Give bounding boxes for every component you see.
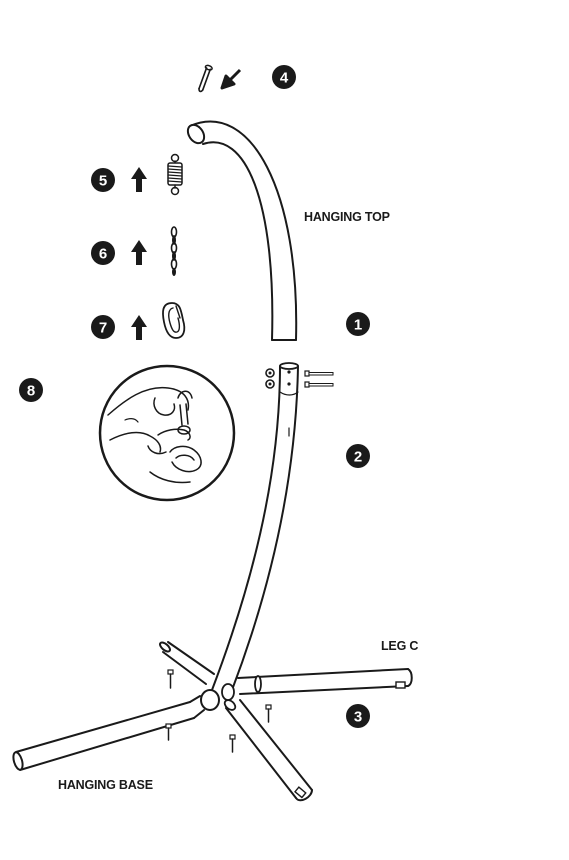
spring-icon xyxy=(167,153,183,196)
bolt-hole xyxy=(287,370,291,374)
hanging-base-leg-long xyxy=(12,701,195,771)
arrow-down-left-icon xyxy=(220,68,242,90)
arrow-up-icon xyxy=(131,240,147,265)
svg-text:5: 5 xyxy=(99,173,107,190)
bolt-hole xyxy=(287,382,291,386)
step-badge-7: 7 xyxy=(91,315,115,339)
bolts xyxy=(304,370,334,388)
upright-tube xyxy=(211,362,299,691)
svg-text:1: 1 xyxy=(354,317,362,334)
arrow-up-icon xyxy=(131,315,147,340)
arrow-up-icon xyxy=(131,167,147,192)
nuts xyxy=(265,368,275,389)
hanging-top-tube xyxy=(186,120,298,341)
svg-text:7: 7 xyxy=(99,320,107,337)
step-badge-6: 6 xyxy=(91,241,115,265)
svg-text:2: 2 xyxy=(354,449,362,466)
leg-c xyxy=(237,668,413,695)
base-screw xyxy=(229,734,236,753)
detail-circle xyxy=(98,364,236,502)
base-screw xyxy=(265,704,272,723)
svg-text:8: 8 xyxy=(27,383,35,400)
step-badge-5: 5 xyxy=(91,168,115,192)
base-hub xyxy=(189,683,235,719)
pin-icon xyxy=(198,64,213,93)
base-screw xyxy=(165,723,172,741)
step-badge-2: 2 xyxy=(346,444,370,468)
leg-front xyxy=(223,699,313,802)
base-screw xyxy=(167,669,174,689)
label-hanging-top: HANGING TOP xyxy=(304,210,390,224)
label-hanging-base: HANGING BASE xyxy=(58,778,153,792)
step-badge-3: 3 xyxy=(346,704,370,728)
carabiner-icon xyxy=(162,302,186,339)
leg-back xyxy=(159,641,215,685)
chain-icon xyxy=(170,226,178,276)
tube-open-end xyxy=(186,123,206,145)
svg-text:3: 3 xyxy=(354,709,362,726)
step-badge-1: 1 xyxy=(346,312,370,336)
step-badge-4: 4 xyxy=(272,65,296,89)
label-leg-c: LEG C xyxy=(381,639,418,653)
step-badge-8: 8 xyxy=(19,378,43,402)
svg-text:4: 4 xyxy=(280,70,289,87)
svg-text:6: 6 xyxy=(99,246,107,263)
